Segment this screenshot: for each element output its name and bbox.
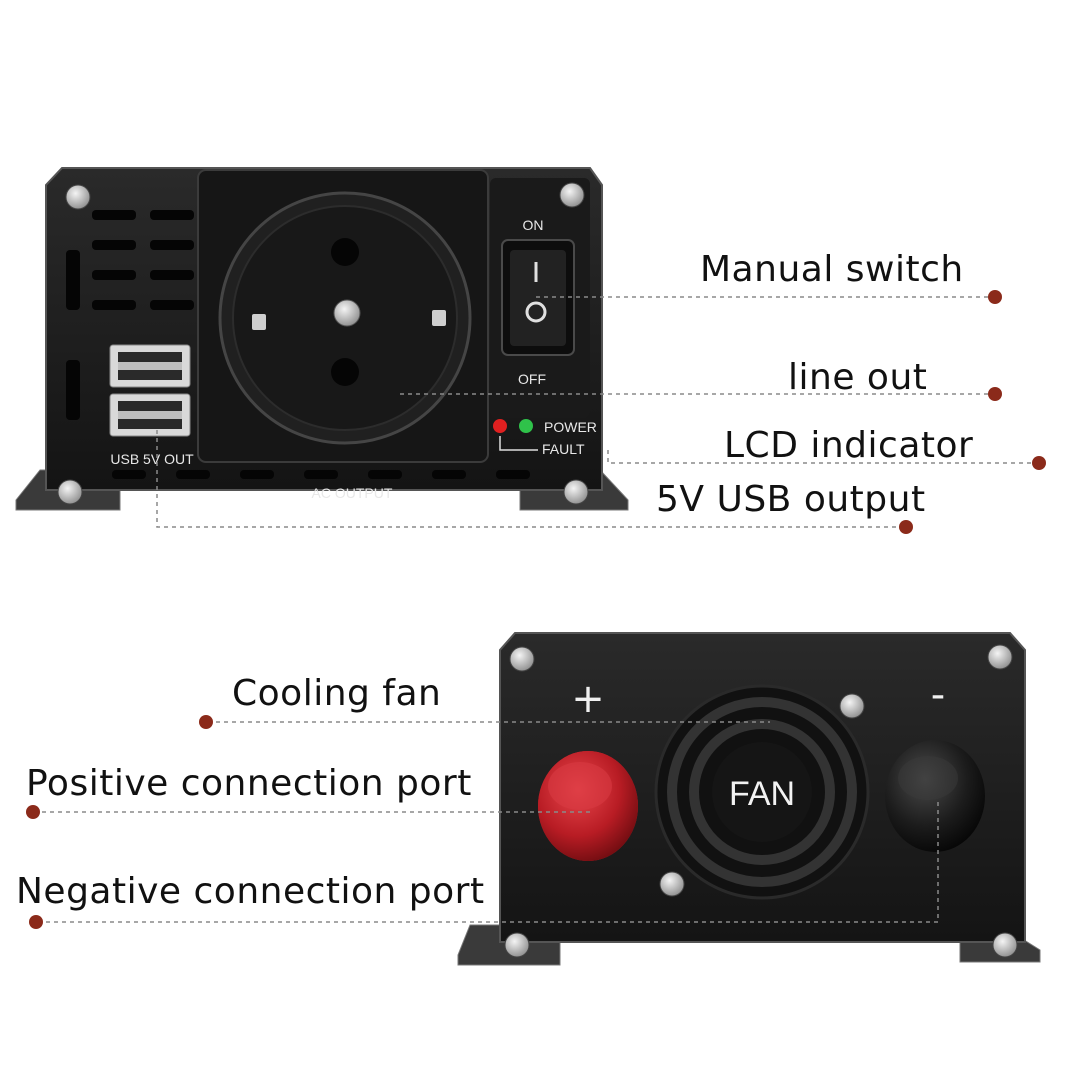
ac-output-label: AC OUTPUT [312, 485, 393, 501]
switch-on-label: ON [523, 217, 544, 233]
outlet-center-screw [333, 299, 361, 327]
callout-usb-output: 5V USB output [656, 479, 926, 520]
negative-terminal[interactable] [885, 740, 985, 852]
dot-lcd-indicator [1032, 456, 1046, 470]
dot-line-out [988, 387, 1002, 401]
fault-led [493, 419, 507, 433]
negative-sign: - [931, 672, 945, 718]
callout-positive-port: Positive connection port [26, 763, 472, 804]
callout-lcd-indicator: LCD indicator [724, 425, 974, 466]
callout-manual-switch: Manual switch [700, 249, 964, 290]
power-led-label: POWER [544, 419, 597, 435]
positive-terminal[interactable] [538, 751, 638, 861]
dot-usb-output [899, 520, 913, 534]
switch-off-label: OFF [518, 371, 546, 387]
power-led [519, 419, 533, 433]
outlet-ground-clip-right [432, 310, 446, 326]
front-screws [57, 182, 589, 505]
outlet-pin-hole-bottom [331, 358, 359, 386]
front-vents-left [66, 210, 194, 420]
callout-line-out: line out [788, 357, 928, 398]
dot-cooling-fan [199, 715, 213, 729]
callout-cooling-fan: Cooling fan [232, 673, 442, 714]
outlet-ground-clip-left [252, 314, 266, 330]
leader-lines [34, 296, 1038, 923]
dot-negative-port [29, 915, 43, 929]
cooling-fan: FAN [654, 684, 870, 900]
callout-dots [26, 290, 1046, 929]
fan-label: FAN [729, 775, 795, 813]
dot-manual-switch [988, 290, 1002, 304]
back-panel: + - FAN [457, 632, 1041, 966]
front-panel: ON OFF POWER FAULT USB 5V OUT AC OUTPUT [15, 167, 629, 511]
callout-negative-port: Negative connection port [16, 871, 485, 912]
outlet-pin-hole-top [331, 238, 359, 266]
dot-positive-port [26, 805, 40, 819]
front-vents-bottom [112, 470, 530, 479]
usb-label: USB 5V OUT [110, 451, 194, 467]
back-screws [504, 644, 1018, 958]
fault-led-label: FAULT [542, 441, 585, 457]
positive-sign: + [571, 676, 605, 722]
